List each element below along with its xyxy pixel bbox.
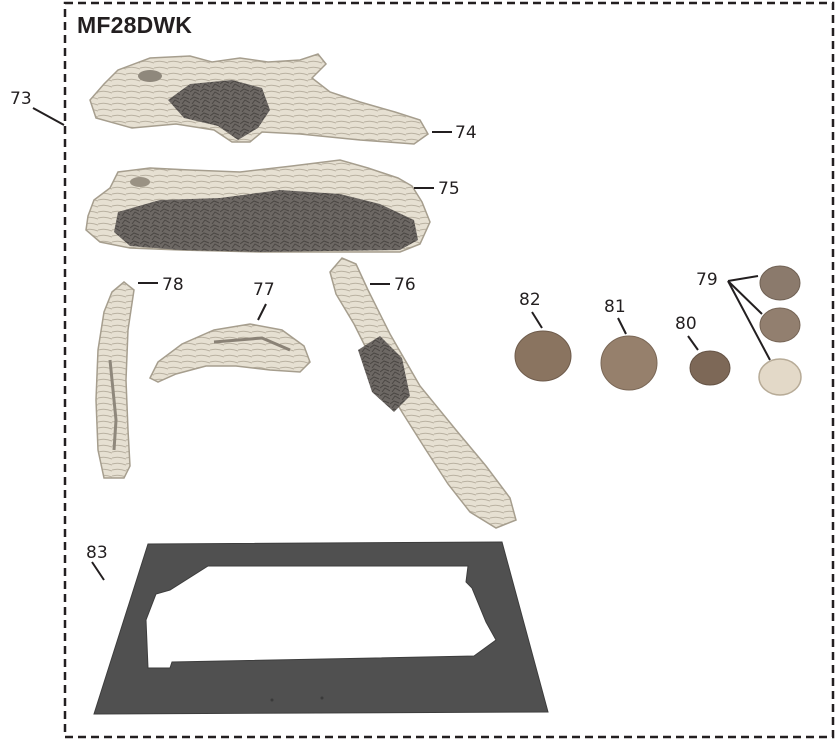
callout-75: 75 bbox=[438, 179, 460, 199]
stone-81 bbox=[601, 336, 657, 390]
callout-76: 76 bbox=[394, 275, 416, 295]
log-75 bbox=[86, 160, 430, 252]
leader-80 bbox=[688, 336, 698, 350]
callout-79: 79 bbox=[696, 270, 718, 290]
callout-77: 77 bbox=[253, 280, 275, 300]
log-74 bbox=[90, 54, 428, 144]
callout-73: 73 bbox=[10, 89, 32, 109]
leader-82 bbox=[532, 312, 542, 328]
base-tray-83 bbox=[94, 542, 548, 714]
stone-79-middle bbox=[760, 308, 800, 342]
log-78 bbox=[96, 282, 134, 478]
stone-79-bottom bbox=[759, 359, 801, 395]
leader-83 bbox=[92, 562, 104, 580]
leader-81 bbox=[618, 318, 626, 334]
callout-83: 83 bbox=[86, 543, 108, 563]
callout-80: 80 bbox=[675, 314, 697, 334]
callout-74: 74 bbox=[455, 123, 477, 143]
stone-79-top bbox=[760, 266, 800, 300]
log-76 bbox=[330, 258, 516, 528]
leader-77 bbox=[258, 304, 266, 320]
log-77 bbox=[150, 324, 310, 382]
leader-73 bbox=[33, 108, 64, 125]
callout-78: 78 bbox=[162, 275, 184, 295]
stone-80 bbox=[690, 351, 730, 385]
stone-82 bbox=[515, 331, 571, 381]
leader-79-top bbox=[728, 276, 758, 281]
callout-82: 82 bbox=[519, 290, 541, 310]
callout-81: 81 bbox=[604, 297, 626, 317]
leader-79-middle bbox=[728, 281, 762, 314]
